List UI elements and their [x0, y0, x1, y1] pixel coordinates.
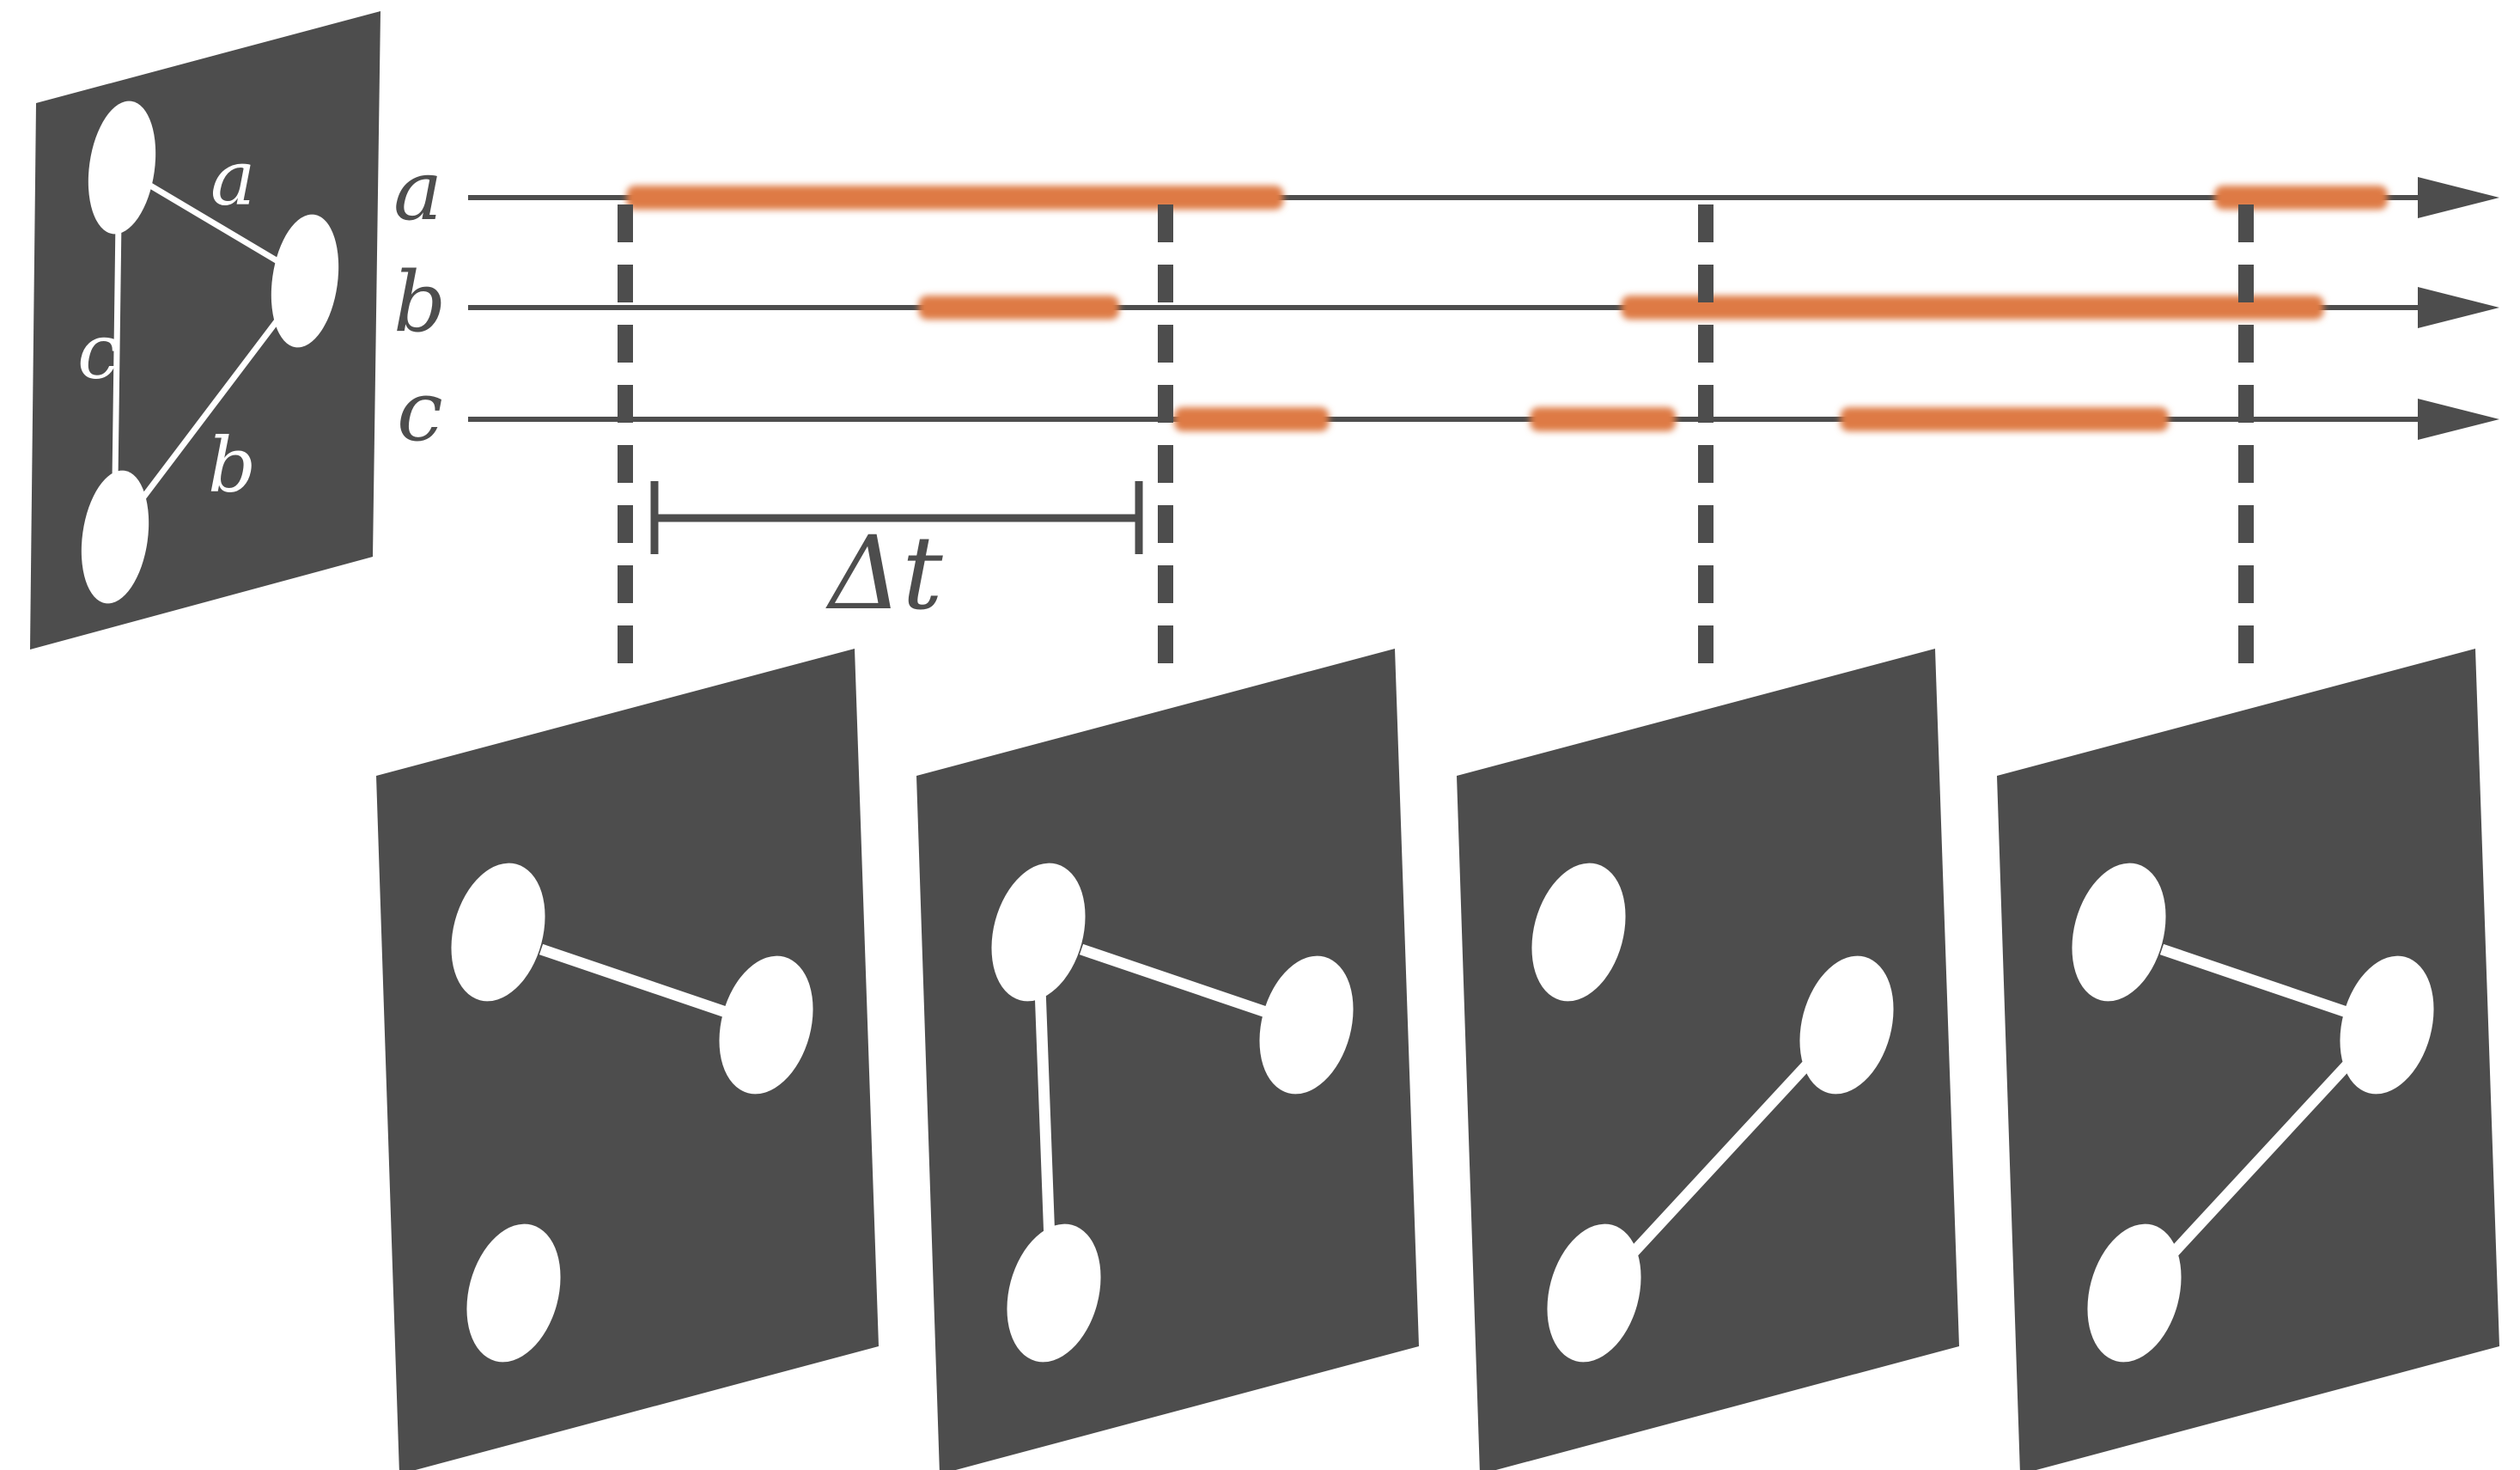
timeline-arrow-a — [2418, 177, 2499, 218]
snapshot-3-edge-b — [1623, 1057, 1815, 1263]
activity-intervals-b — [918, 296, 2324, 320]
delta-t-bracket: Δt — [650, 481, 1143, 632]
aggregate-label-c: c — [77, 308, 119, 396]
timeline-label-a: a — [393, 143, 442, 239]
activity-intervals-a — [626, 186, 2388, 210]
snapshot-panel-shape-4 — [1997, 649, 2499, 1470]
snapshot-2-node-top — [991, 863, 1086, 1002]
snapshot-4-node-bottom — [2087, 1223, 2182, 1363]
snapshot-markers — [618, 204, 2254, 679]
snapshot-panel-4 — [1997, 649, 2499, 1470]
snapshot-4-node-right — [2340, 955, 2434, 1095]
snapshot-2-edge-a — [1079, 943, 1269, 1018]
timelines: a b c — [393, 143, 2499, 460]
snapshot-1-node-right — [719, 955, 813, 1095]
snapshot-3-node-bottom — [1547, 1223, 1641, 1363]
snapshot-2-node-bottom — [1007, 1223, 1101, 1363]
activity-interval-b-1 — [918, 296, 1120, 320]
timeline-arrow-c — [2418, 399, 2499, 440]
aggregate-edge-b — [135, 315, 282, 508]
delta-t-label: Δt — [825, 514, 943, 632]
aggregate-node-right — [271, 214, 339, 348]
aggregate-node-bottom — [81, 470, 149, 604]
snapshot-1-node-top — [451, 863, 545, 1002]
activity-interval-a-2 — [2214, 186, 2388, 210]
aggregate-graph-panel: a b c — [30, 11, 380, 650]
activity-interval-b-2 — [1621, 296, 2324, 320]
timeline-c: c — [397, 363, 2499, 460]
snapshot-3-node-top — [1531, 863, 1626, 1002]
snapshot-1-edge-a — [539, 943, 728, 1018]
snapshot-panel-shape-2 — [916, 649, 1419, 1470]
activity-interval-c-3 — [1840, 407, 2169, 431]
activity-intervals-c — [1173, 407, 2169, 431]
snapshot-4-edge-b — [2164, 1057, 2355, 1263]
aggregate-edge-a — [140, 177, 281, 265]
snapshot-1-node-bottom — [466, 1223, 561, 1363]
timeline-arrow-b — [2418, 287, 2499, 328]
snapshot-2-node-right — [1259, 955, 1354, 1095]
aggregate-edge-c — [112, 218, 122, 482]
timeline-a: a — [393, 143, 2499, 239]
snapshot-panel-shape-3 — [1457, 649, 1959, 1470]
aggregate-label-a: a — [210, 134, 255, 223]
activity-interval-c-1 — [1173, 407, 1330, 431]
aggregate-node-top — [88, 101, 156, 235]
aggregate-label-b: b — [208, 421, 256, 509]
activity-interval-c-2 — [1530, 407, 1677, 431]
timeline-label-b: b — [393, 254, 446, 351]
timeline-b: b — [393, 254, 2499, 351]
snapshot-3-node-right — [1799, 955, 1894, 1095]
activity-interval-a-1 — [626, 186, 1284, 210]
snapshot-panel-shape-1 — [376, 649, 879, 1470]
snapshot-panel-3 — [1457, 649, 1959, 1470]
snapshot-panel-1 — [376, 649, 879, 1470]
timeline-label-c: c — [397, 363, 443, 460]
snapshot-2-edge-c — [1034, 987, 1056, 1242]
snapshot-panel-2 — [916, 649, 1419, 1470]
snapshot-4-node-top — [2072, 863, 2166, 1002]
snapshot-4-edge-a — [2159, 943, 2349, 1018]
